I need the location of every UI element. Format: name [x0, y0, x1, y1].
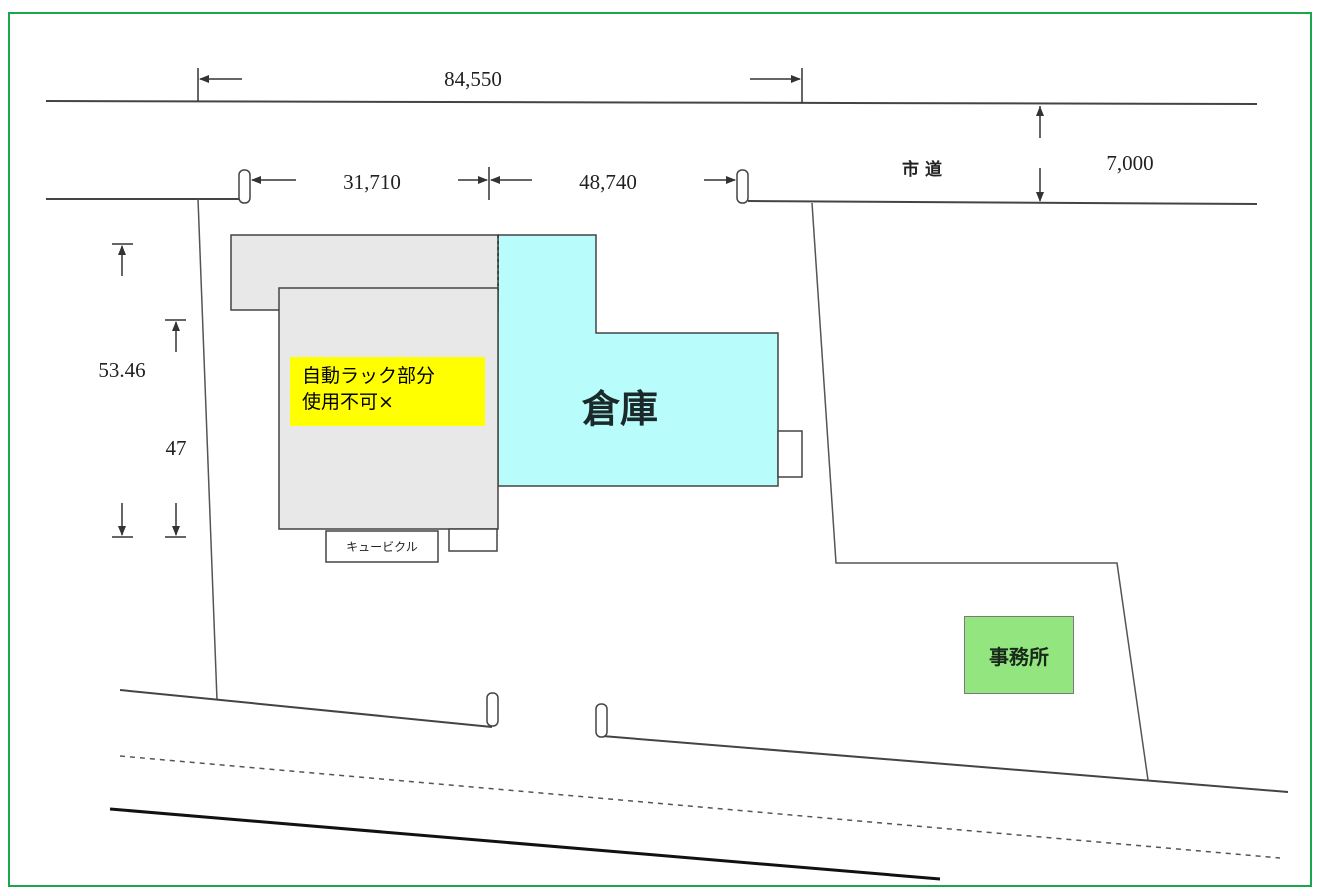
warehouse-annex [777, 430, 803, 478]
dim-total-text: 84,550 [444, 67, 502, 91]
warehouse-label: 倉庫 [581, 387, 658, 431]
office-building: 事務所 [964, 616, 1074, 694]
cubicle-label: キュービクル [346, 540, 418, 554]
dim-mid-left-head [478, 176, 488, 184]
office-label: 事務所 [989, 644, 1049, 669]
dim-outer-bottom-head [118, 526, 126, 536]
dim-road-lower-head [1036, 192, 1044, 202]
gate-post-bottom-left [486, 692, 499, 727]
dim-outer-text: 53.46 [98, 358, 145, 382]
dim-outer-top-head [118, 245, 126, 255]
dim-inner-top-head [172, 321, 180, 331]
dim-total-right-head [791, 75, 801, 83]
dim-inner-bottom-head [172, 526, 180, 536]
gate-post-top-left [238, 169, 251, 204]
road-edge-thick [109, 807, 941, 881]
dim-seg-right-text: 48,740 [579, 170, 637, 194]
dim-total-left-head [199, 75, 209, 83]
dim-seg-left-head [251, 176, 261, 184]
cubicle-box [325, 530, 439, 563]
gate-post-bottom-right [595, 703, 608, 738]
road-top-line [45, 100, 1258, 105]
dim-road-upper-head [1036, 106, 1044, 116]
warehouse-building [497, 234, 779, 487]
dim-road-text: 7,000 [1106, 151, 1153, 175]
dim-seg-right-head [726, 176, 736, 184]
dim-seg-left-text: 31,710 [343, 170, 401, 194]
boundary-right [811, 202, 1149, 781]
boundary-left [197, 198, 218, 701]
road-label: 市 道 [902, 159, 942, 180]
dim-inner-text: 47 [166, 436, 187, 460]
road-bottom-line-right [747, 200, 1258, 205]
road-lower-line-right [601, 735, 1289, 793]
gate-post-top-right [736, 169, 749, 204]
road-centerline-dashed [119, 755, 1281, 859]
dim-mid-right-head [490, 176, 500, 184]
rack-unusable-note: 自動ラック部分 使用不可× [290, 357, 485, 426]
road-lower-line-left [119, 689, 493, 728]
small-structure [448, 528, 498, 552]
